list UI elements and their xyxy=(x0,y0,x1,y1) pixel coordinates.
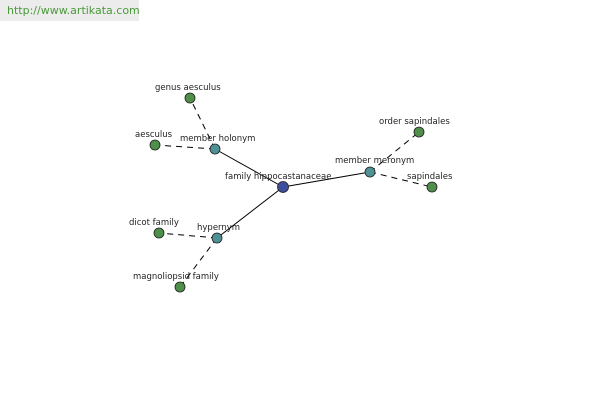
edge-family-hippocastanaceae-to-hypernym xyxy=(216,186,284,239)
node-label-dicot-family: dicot family xyxy=(129,218,179,228)
node-sapindales[interactable] xyxy=(426,181,438,193)
node-label-order-sapindales: order sapindales xyxy=(379,117,450,127)
node-order-sapindales[interactable] xyxy=(413,126,425,138)
node-label-magnoliopsid-family: magnoliopsid family xyxy=(133,272,219,282)
node-magnoliopsid-family[interactable] xyxy=(174,281,186,293)
node-family-hippocastanaceae[interactable] xyxy=(277,181,289,193)
node-label-member-holonym: member holonym xyxy=(180,134,255,144)
edge-member-holonym-to-genus-aesculus xyxy=(189,97,216,150)
node-member-holonym[interactable] xyxy=(209,143,221,155)
node-label-sapindales: sapindales xyxy=(407,172,453,182)
edges-layer xyxy=(154,97,433,288)
edge-family-hippocastanaceae-to-member-meronym xyxy=(282,171,371,188)
edge-member-holonym-to-aesculus xyxy=(154,144,216,150)
node-label-family-hippocastanaceae: family hippocastanaceae xyxy=(225,172,331,182)
node-label-genus-aesculus: genus aesculus xyxy=(155,83,221,93)
edge-member-meronym-to-order-sapindales xyxy=(369,131,420,173)
node-hypernym[interactable] xyxy=(211,232,223,244)
labels-layer: family hippocastanaceae member holonym mem… xyxy=(129,83,453,282)
node-label-hypernym: hypernym xyxy=(197,223,240,233)
edge-hypernym-to-dicot-family xyxy=(158,232,218,239)
node-genus-aesculus[interactable] xyxy=(184,92,196,104)
nodes-layer xyxy=(149,92,438,293)
node-dicot-family[interactable] xyxy=(153,227,165,239)
watermark-url: http://www.artikata.com xyxy=(0,0,140,21)
node-member-meronym[interactable] xyxy=(364,166,376,178)
edge-family-hippocastanaceae-to-member-holonym xyxy=(214,148,284,188)
node-aesculus[interactable] xyxy=(149,139,161,151)
node-label-member-meronym: member meronym xyxy=(335,156,414,166)
node-label-aesculus: aesculus xyxy=(135,130,173,140)
